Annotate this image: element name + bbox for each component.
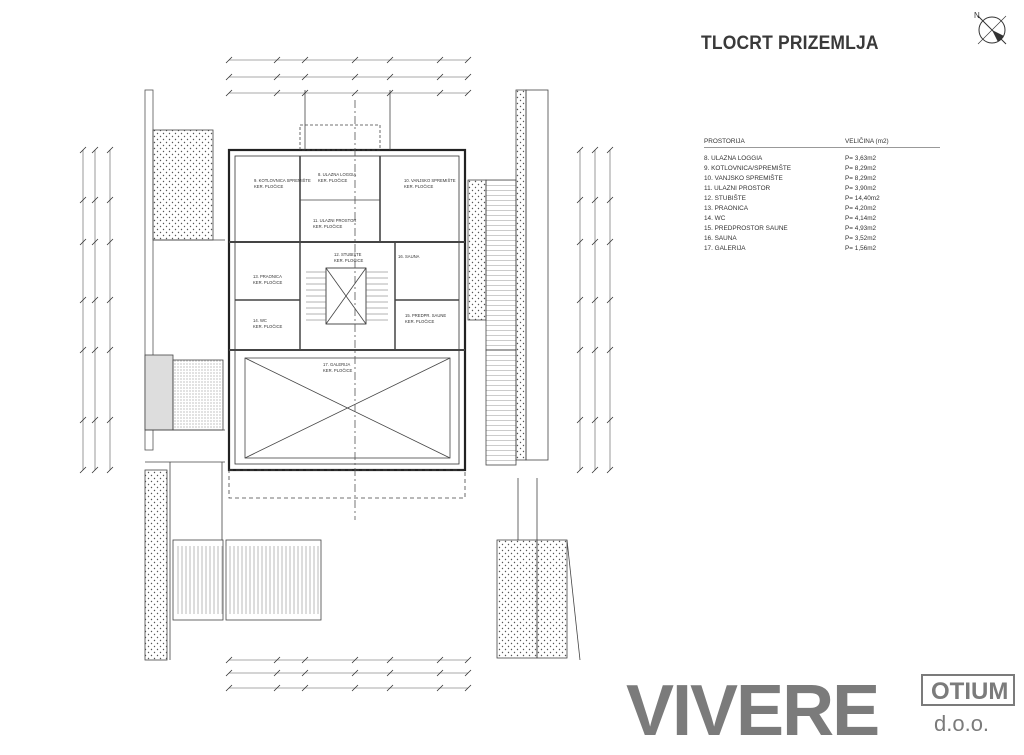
room-name: 15. PREDPROSTOR SAUNE [704,225,788,232]
left-terrace-hatch [152,129,214,241]
room-area: P= 4,20m2 [845,205,877,212]
table-row: 9. KOTLOVNICA/SPREMIŠTE P= 8,29m2 [704,164,940,174]
room-name: 13. PRAONICA [704,205,749,212]
label-floor: KER. PLOČICE [318,178,348,183]
room-area: P= 4,14m2 [845,215,877,222]
room-area: P= 8,29m2 [845,175,877,182]
room-name: 14. WC [704,215,726,222]
north-arrow-icon: N [974,11,1007,45]
label-room-14: 14. WC [253,318,267,323]
room-area-table: PROSTORIJA VELIČINA (m2) 8. ULAZNA LOGGI… [704,138,940,254]
label-floor: KER. PLOČICE [313,224,343,229]
table-row: 12. STUBIŠTE P= 14,40m2 [704,194,940,204]
label-room-13: 13. PRAONICA [253,274,282,279]
company-logo: VIVERE OTIUM d.o.o. [626,671,1015,747]
room-area: P= 3,90m2 [845,185,877,192]
room-area: P= 3,63m2 [845,155,877,162]
room-name: 12. STUBIŠTE [704,195,746,202]
table-row: 15. PREDPROSTOR SAUNE P= 4,93m2 [704,224,940,234]
label-room-12: 12. STUBIŠTE [334,252,362,257]
room-name: 16. SAUNA [704,235,737,242]
label-floor: KER. PLOČICE [405,319,435,324]
room-area: P= 1,56m2 [845,245,877,252]
room-area: P= 8,29m2 [845,165,877,172]
logo-otium: OTIUM [931,678,1008,705]
table-row: 10. VANJSKO SPREMIŠTE P= 8,29m2 [704,174,940,184]
table-row: 16. SAUNA P= 3,52m2 [704,234,940,244]
room-area: P= 14,40m2 [845,195,880,202]
label-room-16: 16. SAUNA [398,254,420,259]
label-floor: KER. PLOČICE [253,324,283,329]
room-name: 17. GALERIJA [704,245,746,252]
label-floor: KER. PLOČICE [323,368,353,373]
room-area: P= 4,93m2 [845,225,877,232]
svg-text:N: N [974,11,980,20]
table-row: 13. PRAONICA P= 4,20m2 [704,204,940,214]
left-lower-hatch [144,469,168,661]
label-floor: KER. PLOČICE [254,184,284,189]
room-labels: 9. KOTLOVNICA SPREMIŠTE KER. PLOČICE 8. … [253,172,456,373]
room-area: P= 3,52m2 [845,235,877,242]
label-floor: KER. PLOČICE [253,280,283,285]
logo-wordmark: VIVERE [626,671,878,747]
table-row: 11. ULAZNI PROSTOR P= 3,90m2 [704,184,940,194]
page-title: TLOCRT PRIZEMLJA [701,33,879,54]
room-name: 9. KOTLOVNICA/SPREMIŠTE [704,165,792,172]
room-name: 10. VANJSKO SPREMIŠTE [704,175,783,182]
label-room-8: 8. ULAZNA LOGGIA [318,172,356,177]
column-header-room: PROSTORIJA [704,138,745,145]
label-room-10: 10. VANJSKO SPREMIŠTE [404,178,456,183]
label-room-11: 11. ULAZNI PROSTOR [313,218,356,223]
label-floor: KER. PLOČICE [404,184,434,189]
column-header-size: VELIČINA (m2) [845,138,889,145]
table-row: 17. GALERIJA P= 1,56m2 [704,244,940,254]
table-header: PROSTORIJA VELIČINA (m2) [704,138,940,148]
label-floor: KER. PLOČICE [334,258,364,263]
room-name: 8. ULAZNA LOGGIA [704,155,763,162]
label-room-15: 15. PREDPR. SAUNE [405,313,446,318]
room-name: 11. ULAZNI PROSTOR [704,185,771,192]
table-row: 14. WC P= 4,14m2 [704,214,940,224]
label-room-9: 9. KOTLOVNICA SPREMIŠTE [254,178,311,183]
label-room-17: 17. GALERIJA [323,362,350,367]
logo-doo: d.o.o. [934,711,989,736]
table-row: 8. ULAZNA LOGGIA P= 3,63m2 [704,154,940,164]
